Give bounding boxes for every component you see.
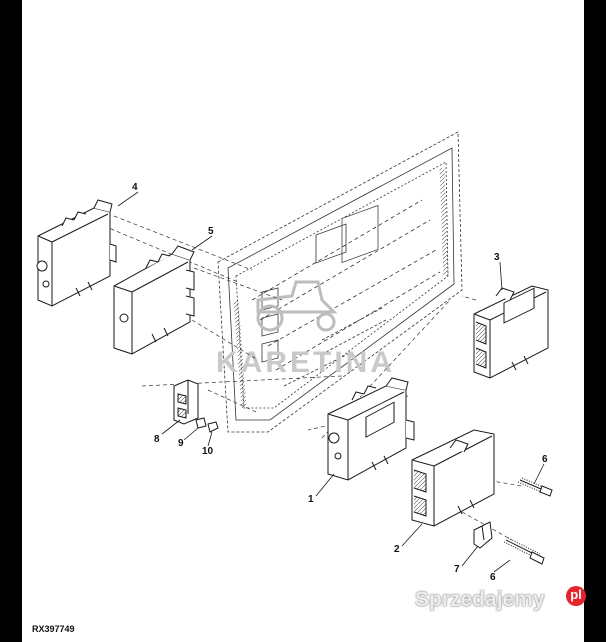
brand-logo-badge: pl <box>566 586 586 606</box>
callout-4: 4 <box>132 182 138 193</box>
callout-5: 5 <box>208 226 214 237</box>
module-2 <box>411 429 495 527</box>
callout-6-lower: 6 <box>490 572 496 583</box>
bolt-6-upper <box>517 477 553 497</box>
callout-7: 7 <box>454 564 460 575</box>
callout-9: 9 <box>178 438 184 449</box>
bolt-6-lower <box>503 537 545 565</box>
control-unit-4 <box>36 199 117 307</box>
mounting-panel <box>217 131 463 433</box>
callout-1: 1 <box>308 494 314 505</box>
brand-logo-text: Sprzedajemy <box>415 588 545 611</box>
figure-id: RX397749 <box>32 624 75 634</box>
plug-10 <box>207 421 219 433</box>
watermark-text: KARETINA <box>216 346 395 379</box>
callout-10: 10 <box>202 446 214 457</box>
connector-bracket-8 <box>173 379 199 425</box>
angle-bracket-7 <box>473 521 493 549</box>
control-unit-5 <box>113 245 195 355</box>
clip-9 <box>195 417 207 429</box>
control-unit-1 <box>327 377 415 481</box>
callout-3: 3 <box>494 252 500 263</box>
module-3 <box>473 285 549 379</box>
leader-lines <box>117 191 545 573</box>
exploded-view-diagram: KARETINA <box>36 131 553 583</box>
diagram-sheet: KARETINA <box>22 0 586 642</box>
watermark-tractor-icon <box>256 280 338 332</box>
callout-2: 2 <box>394 544 400 555</box>
callout-8: 8 <box>154 434 160 445</box>
callout-6-upper: 6 <box>542 454 548 465</box>
